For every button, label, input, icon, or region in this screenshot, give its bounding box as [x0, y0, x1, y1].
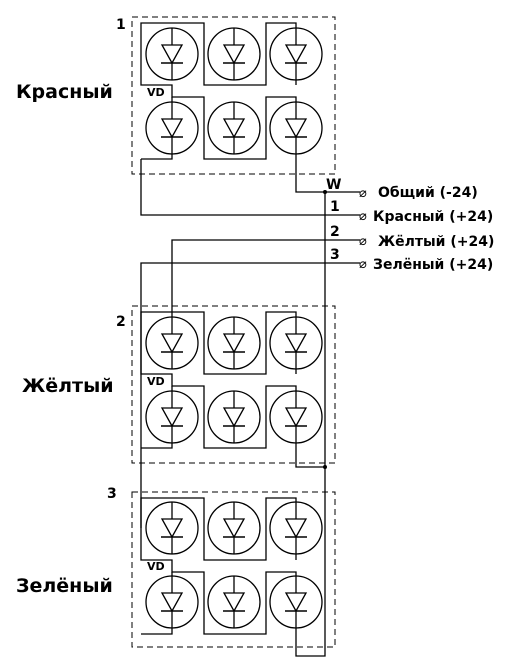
- terminal-icon: ⌀: [359, 257, 367, 272]
- terminal-label-red: Красный (+24): [373, 209, 493, 225]
- junction-dot: [323, 190, 327, 194]
- vd-label-green: VD: [147, 560, 165, 573]
- vd-label-yellow: VD: [147, 375, 165, 388]
- terminal-label-green: Зелёный (+24): [373, 257, 493, 273]
- connector-label: W: [326, 177, 341, 193]
- group-box-green: [131, 491, 336, 648]
- led-diode-icon: [145, 101, 199, 155]
- led-diode-icon: [269, 390, 323, 444]
- led-diode-icon: [207, 101, 261, 155]
- terminal-label-common: Общий (-24): [378, 185, 478, 201]
- group-number-green: 3: [107, 486, 117, 502]
- vd-label-red: VD: [147, 86, 165, 99]
- led-diode-icon: [207, 575, 261, 629]
- led-diode-icon: [269, 501, 323, 555]
- led-diode-icon: [269, 316, 323, 370]
- led-diode-icon: [207, 390, 261, 444]
- led-diode-icon: [207, 27, 261, 81]
- junction-dot: [323, 465, 327, 469]
- led-diode-icon: [207, 501, 261, 555]
- led-diode-icon: [145, 390, 199, 444]
- group-name-green: Зелёный: [16, 575, 113, 597]
- pin-number-1: 1: [330, 199, 340, 215]
- led-diode-icon: [269, 575, 323, 629]
- led-diode-icon: [207, 316, 261, 370]
- group-box-yellow: [131, 305, 336, 464]
- led-diode-icon: [269, 27, 323, 81]
- group-number-yellow: 2: [116, 314, 126, 330]
- led-diode-icon: [145, 575, 199, 629]
- group-box-red: [131, 16, 336, 175]
- group-name-yellow: Жёлтый: [22, 375, 114, 397]
- diodes: [145, 27, 323, 629]
- led-diode-icon: [145, 316, 199, 370]
- terminal-label-yellow: Жёлтый (+24): [378, 234, 494, 250]
- led-diode-icon: [145, 501, 199, 555]
- terminal-icon: ⌀: [359, 209, 367, 224]
- terminal-icon: ⌀: [359, 186, 367, 201]
- wires: [140, 22, 360, 657]
- pin-number-2: 2: [330, 224, 340, 240]
- group-name-red: Красный: [16, 81, 113, 103]
- led-diode-icon: [269, 101, 323, 155]
- pin-number-3: 3: [330, 247, 340, 263]
- led-diode-icon: [145, 27, 199, 81]
- group-number-red: 1: [116, 17, 126, 33]
- terminal-icon: ⌀: [359, 234, 367, 249]
